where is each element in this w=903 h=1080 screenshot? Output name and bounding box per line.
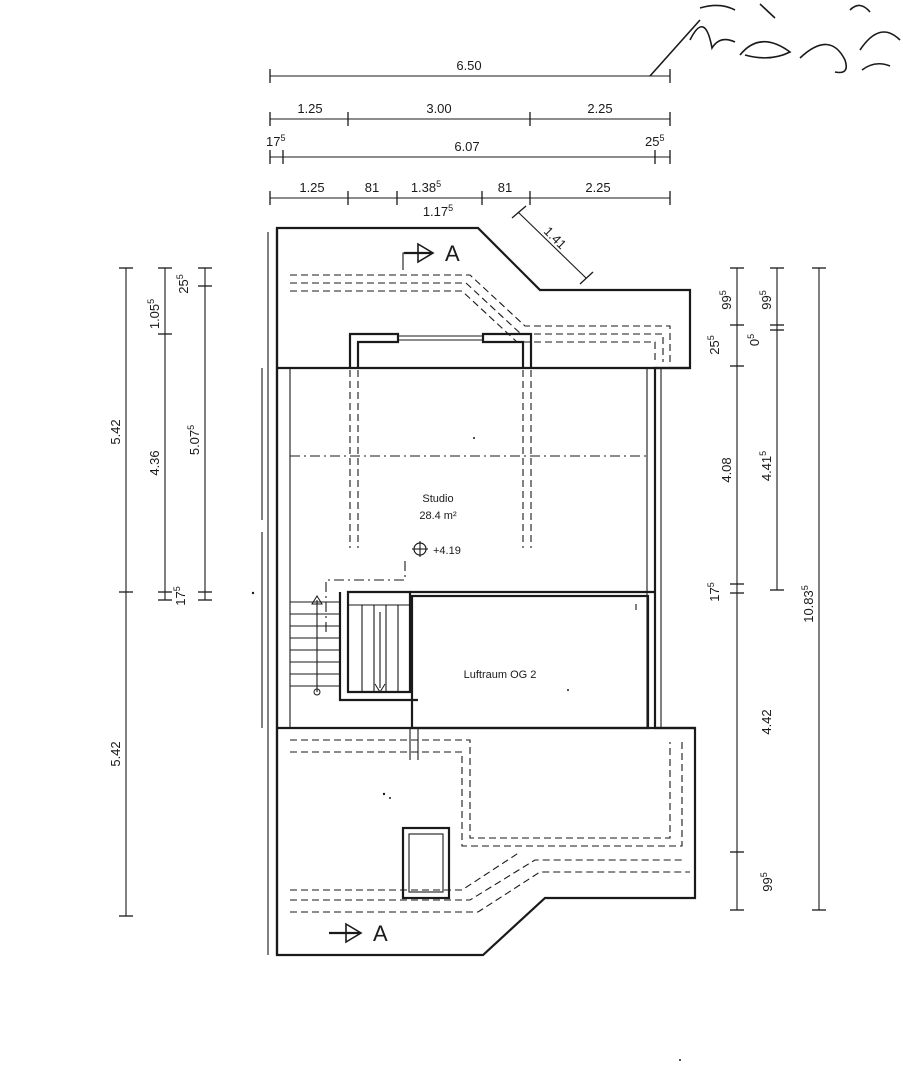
dim-81-b: 81 (498, 180, 512, 195)
room-studio-name: Studio (422, 493, 453, 505)
right-dimension-labels: 995 255 4.08 175 4.42 995 995 05 4.415 1… (706, 290, 816, 891)
dim-17-right-vertical: 175 (706, 582, 722, 601)
dim-4-36: 4.36 (147, 450, 162, 475)
dim-4-42: 4.42 (759, 709, 774, 734)
dim-5-42-top: 5.42 (108, 419, 123, 444)
dormer-frame (348, 332, 533, 548)
dim-25-left-vertical: 255 (175, 274, 191, 293)
skylight (401, 826, 451, 900)
left-dimension-lines (119, 267, 212, 917)
right-dimension-lines (730, 267, 826, 911)
dim-2-25-b: 2.25 (585, 180, 610, 195)
dim-6-07: 6.07 (454, 139, 479, 154)
dim-2-25-a: 2.25 (587, 101, 612, 116)
room-void-name: Luftraum OG 2 (464, 669, 537, 681)
left-dimension-labels: 5.42 5.42 1.055 4.36 175 255 5.075 (108, 274, 202, 766)
dim-17-left-vertical: 175 (172, 586, 188, 605)
top-dimension-lines (269, 69, 671, 285)
dim-1-05: 1.055 (146, 299, 162, 329)
dim-3-00: 3.00 (426, 101, 451, 116)
section-marker-top: A (402, 241, 460, 270)
dim-99-bottom: 995 (759, 872, 775, 891)
dim-1-25-a: 1.25 (297, 101, 322, 116)
dim-1-41: 1.41 (541, 224, 570, 253)
staircase (290, 560, 418, 702)
dim-1-17: 1.175 (423, 203, 453, 219)
void-area (409, 590, 655, 760)
dim-5-07: 5.075 (186, 425, 202, 455)
dim-4-41: 4.415 (758, 451, 774, 481)
dim-10-83: 10.835 (800, 585, 816, 623)
roof-dashed-lines (290, 274, 690, 913)
dim-5-42-bottom: 5.42 (108, 741, 123, 766)
dim-99-b: 995 (758, 290, 774, 309)
dim-17-left: 175 (266, 133, 285, 149)
handwritten-signature (649, 3, 901, 77)
dim-6-50: 6.50 (456, 58, 481, 73)
section-label-bottom: A (373, 921, 388, 946)
dim-4-08: 4.08 (719, 457, 734, 482)
dim-1-38: 1.385 (411, 179, 441, 195)
room-studio-area: 28.4 m² (419, 510, 457, 522)
top-dimension-labels: 6.50 1.25 3.00 2.25 175 6.07 255 1.25 81… (266, 58, 664, 252)
section-marker-bottom: A (329, 921, 388, 946)
dim-99-a: 995 (718, 290, 734, 309)
dim-25-right: 255 (645, 133, 664, 149)
room-labels: Studio 28.4 m² +4.19 Luftraum OG 2 (419, 493, 536, 681)
level-value: +4.19 (433, 545, 461, 557)
dim-81-a: 81 (365, 180, 379, 195)
level-marker-icon (412, 541, 428, 557)
scan-specks (251, 437, 681, 1061)
dim-25-right-vertical: 255 (706, 335, 722, 354)
section-label-top: A (445, 241, 460, 266)
dim-0-5: 05 (746, 334, 762, 346)
dim-1-25-b: 1.25 (299, 180, 324, 195)
